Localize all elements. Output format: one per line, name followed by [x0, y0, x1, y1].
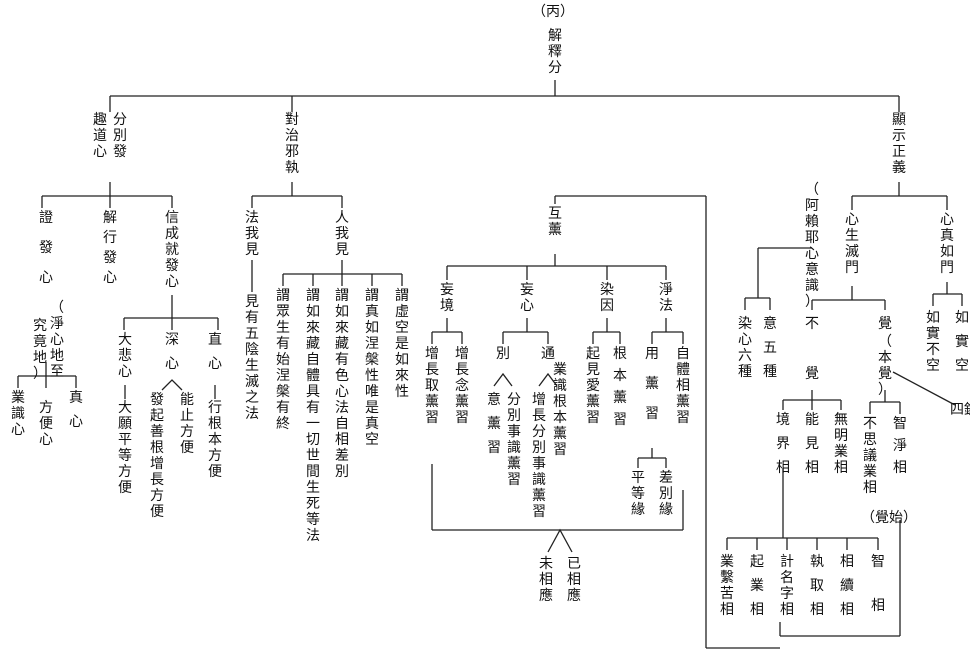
general-item-2: 增長分別事識薰習 [532, 392, 546, 520]
dharma-self-view-desc: 見有五陰生滅之法 [245, 294, 259, 422]
faith-perfection-node: 信成就發心 [165, 210, 179, 290]
naming-words-node: 計名字相 [780, 554, 794, 618]
dharma-self-view-node: 法我見 [245, 210, 259, 258]
suchness-gate-node: 心真如門 [940, 212, 954, 276]
person-view-item-1: 謂眾生有始涅槃有終 [276, 288, 290, 432]
arising-ceasing-gate-node: 心生滅門 [845, 212, 859, 276]
direct-mind-node: 直心 [208, 331, 222, 372]
defiled-cause-item-1: 起見愛薰習 [586, 346, 600, 426]
suffering-bondage-node: 業繫苦相 [720, 554, 734, 618]
continuity-node: 相續相 [840, 554, 854, 618]
five-mentations-node: 意五種 [763, 315, 777, 380]
person-view-item-4: 謂真如涅槃性唯是真空 [365, 288, 379, 448]
expedient-mind-node: 方便心 [39, 400, 53, 448]
deluded-realm-item-2: 增長念薰習 [455, 346, 469, 426]
person-view-item-3: 謂如來藏有色心法自相差別 [335, 288, 349, 480]
real-empty-node: 如實空 [955, 310, 969, 374]
realm-aspect-node: 境界相 [776, 412, 790, 476]
great-compassion-desc: 大願平等方便 [118, 400, 132, 496]
person-view-item-5: 謂虛空是如來性 [395, 288, 409, 400]
understanding-practice-node: 解行發心 [103, 210, 117, 286]
deep-mind-node: 深心 [165, 332, 179, 372]
section-marker: （丙） [532, 4, 574, 20]
self-essence-perfuming-node: 自體相薰習 [676, 346, 690, 426]
pure-dharma-node: 淨法 [659, 282, 673, 314]
general-item-1: 業識根本薰習 [553, 362, 567, 458]
realization-note-b: 究竟地） [33, 318, 47, 382]
function-perfuming-node: 用薰習 [645, 346, 659, 422]
general-node: 通 [541, 346, 555, 362]
original-enlightenment-note: （本覺） [878, 334, 892, 398]
tree-connectors [17, 80, 963, 649]
true-mind-node: 真心 [69, 390, 83, 430]
not-yet-corresponding-node: 未相應 [539, 556, 553, 604]
defiled-cause-node: 染因 [600, 282, 614, 314]
karmic-mind-node: 業識心 [11, 390, 25, 438]
initial-enlightenment-note: （覺始） [861, 510, 917, 526]
inconceivable-karma-node: 不思議業相 [863, 416, 877, 496]
direct-mind-desc: 行根本方便 [208, 400, 222, 480]
defiled-cause-item-2: 根本薰習 [613, 346, 627, 428]
deluded-realm-node: 妄境 [440, 282, 454, 314]
already-corresponding-node: 已相應 [567, 556, 581, 604]
realization-mind-node: 證發心 [39, 209, 53, 286]
person-self-view-node: 人我見 [335, 210, 349, 258]
distinct-condition-node: 差別緣 [659, 470, 673, 518]
deep-mind-side: 能止方便 [180, 392, 194, 456]
person-view-item-2: 謂如來藏自體具有一切世間生死等法 [306, 288, 320, 544]
counter-title: 對治邪執 [285, 112, 299, 176]
ignorance-karma-aspect-node: 無明業相 [834, 412, 848, 476]
pure-wisdom-node: 智淨相 [893, 416, 907, 476]
show-meaning-title: 顯示正義 [892, 112, 906, 176]
mutual-perfuming-title: 互薰 [548, 206, 562, 238]
karma-arising-node: 起業相 [750, 554, 764, 618]
particular-item-1: 意薰習 [487, 391, 501, 456]
deluded-realm-item-1: 增長取薰習 [425, 346, 439, 426]
real-not-empty-node: 如實不空 [926, 310, 940, 374]
four-mirrors-node: 四鏡 [950, 402, 970, 418]
great-compassion-node: 大悲心 [118, 332, 132, 380]
six-defiled-minds-node: 染心六種 [738, 316, 752, 380]
path-title-col-b: 趣道心 [93, 112, 107, 160]
enlightenment-node: 覺 [878, 316, 892, 332]
grasping-node: 執取相 [810, 554, 824, 618]
non-enlightenment-node: 不覺 [805, 316, 819, 382]
equal-condition-node: 平等緣 [631, 470, 645, 518]
particular-item-2: 分別事識薰習 [507, 392, 521, 488]
deluded-mind-node: 妄心 [520, 282, 534, 314]
root-node: 解釋分 [548, 28, 562, 76]
path-title-col-a: 分別發 [113, 112, 127, 160]
wisdom-aspect-node: 智相 [871, 554, 885, 614]
alaya-note: （阿賴耶心意識） [805, 182, 819, 310]
particular-node: 別 [496, 346, 510, 362]
deep-mind-desc: 發起善根增長方便 [150, 392, 164, 520]
perceiving-aspect-node: 能見相 [805, 412, 819, 476]
realization-note-a: （淨心地至 [50, 300, 64, 380]
